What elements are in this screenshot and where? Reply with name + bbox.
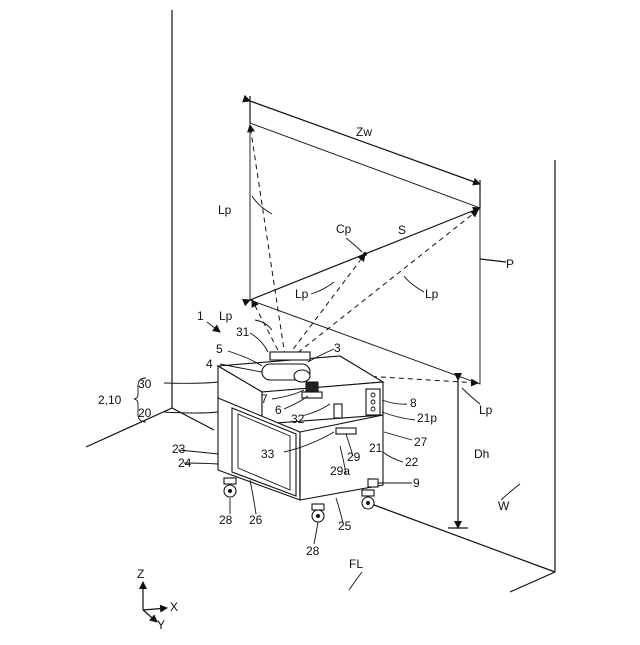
label-axis-x: X — [170, 600, 178, 614]
label-21: 21 — [369, 441, 383, 455]
label-zw: Zw — [356, 125, 372, 139]
mirror-base — [302, 392, 322, 398]
label-29a: 29a — [330, 464, 350, 478]
label-fl: FL — [349, 557, 363, 571]
label-23: 23 — [172, 442, 186, 456]
label-26: 26 — [249, 513, 263, 527]
ray-top-left — [250, 125, 285, 356]
side-window — [334, 404, 342, 418]
label-20: 20 — [138, 406, 152, 420]
label-27: 27 — [414, 435, 428, 449]
floor-wall-junction — [366, 502, 555, 572]
label-lp-low: Lp — [219, 309, 233, 323]
floor-edge-to-unit — [172, 408, 214, 430]
label-p: P — [506, 257, 514, 271]
leader-27 — [384, 432, 412, 440]
projector-top-plate — [270, 352, 310, 360]
label-21p: 21p — [417, 411, 437, 425]
label-lp-bottom: Lp — [479, 403, 493, 417]
label-5: 5 — [216, 342, 223, 356]
leader-cp — [346, 238, 362, 252]
label-25: 25 — [338, 519, 352, 533]
label-9: 9 — [413, 476, 420, 490]
label-w: W — [498, 499, 510, 513]
label-axis-z: Z — [137, 567, 144, 581]
floor-edge-left — [86, 408, 172, 447]
leader-21p — [382, 412, 415, 420]
label-31: 31 — [236, 325, 250, 339]
label-lp-mid: Lp — [295, 287, 309, 301]
label-32: 32 — [291, 412, 305, 426]
projection-plane — [250, 96, 506, 384]
label-28-left: 28 — [219, 513, 233, 527]
label-22: 22 — [405, 455, 419, 469]
label-lp-right: Lp — [425, 287, 439, 301]
zw-dimension-line — [250, 101, 480, 184]
label-s: S — [398, 223, 406, 237]
label-24: 24 — [178, 456, 192, 470]
label-30: 30 — [138, 377, 152, 391]
projector-lens — [294, 370, 310, 382]
label-7: 7 — [261, 392, 268, 406]
axis-y-arrow — [143, 610, 157, 622]
leader-28-front — [314, 522, 318, 544]
side-handle — [336, 428, 356, 434]
leader-31 — [250, 333, 268, 352]
label-8: 8 — [410, 396, 417, 410]
caster-front-left — [224, 478, 236, 497]
floor-edge-right — [510, 572, 555, 592]
label-4: 4 — [206, 357, 213, 371]
leader-22 — [383, 452, 403, 462]
label-6: 6 — [275, 403, 282, 417]
label-dh: Dh — [474, 447, 489, 461]
leader-fl — [349, 572, 362, 590]
label-33: 33 — [261, 447, 275, 461]
label-29: 29 — [347, 450, 361, 464]
connector-port — [368, 479, 378, 487]
label-28-front: 28 — [306, 544, 320, 558]
leader-1 — [207, 322, 220, 332]
projector-cart — [218, 352, 383, 522]
leader-8 — [382, 400, 407, 404]
caster-rear-right — [362, 490, 374, 509]
label-3: 3 — [334, 341, 341, 355]
leader-lp-right — [404, 276, 424, 292]
height-dimension — [448, 380, 468, 528]
label-axis-y: Y — [157, 618, 165, 632]
ray-top-right — [291, 210, 478, 358]
mirror-unit — [306, 382, 318, 392]
label-2-10: 2,10 — [98, 393, 122, 407]
leader-26 — [250, 480, 256, 514]
leader-lp-top — [252, 196, 272, 214]
leader-lp-mid — [311, 282, 334, 294]
leader-lp-bottom — [462, 388, 480, 404]
axis-x-arrow — [143, 608, 167, 610]
label-lp-top: Lp — [218, 203, 232, 217]
axes-indicator — [143, 582, 167, 622]
label-1: 1 — [197, 309, 204, 323]
caster-front-right — [312, 504, 324, 522]
leader-20 — [164, 412, 218, 413]
leader-p — [480, 259, 506, 262]
label-cp: Cp — [336, 222, 352, 236]
leader-w — [501, 484, 520, 500]
